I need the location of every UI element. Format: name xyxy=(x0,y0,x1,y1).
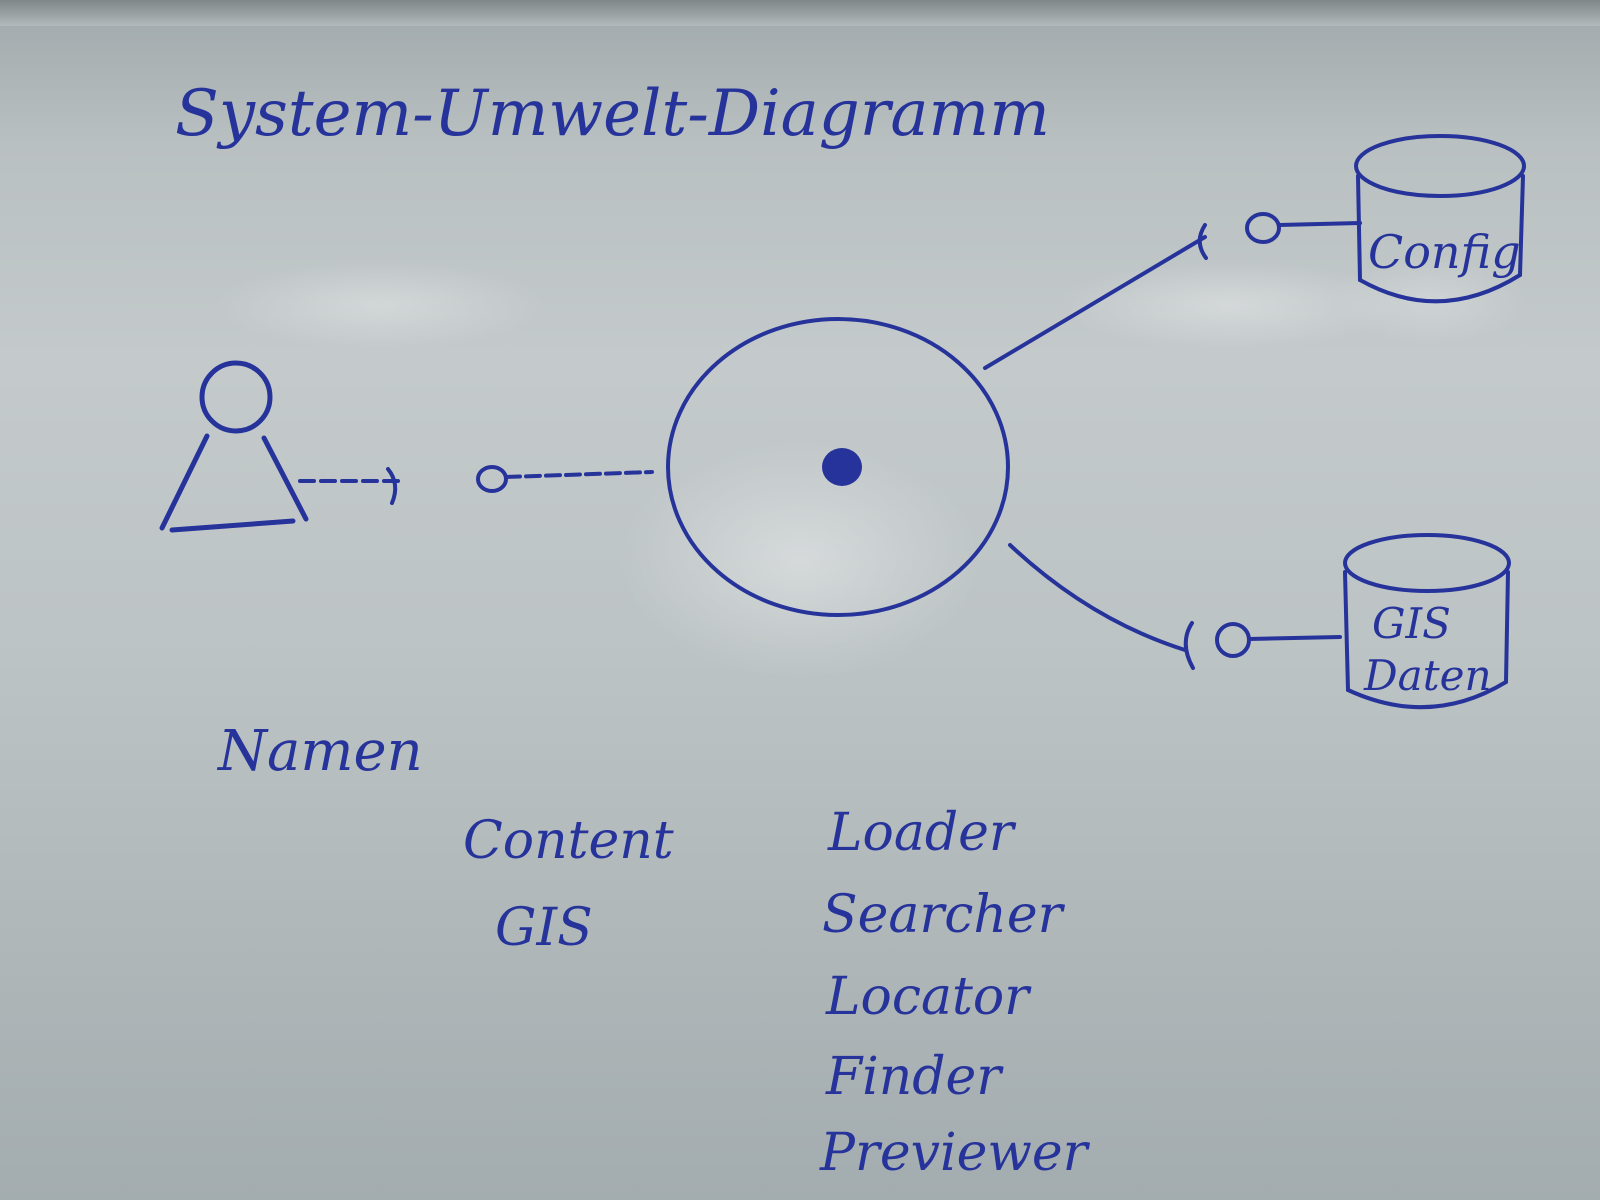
system-circle xyxy=(666,317,1010,617)
config-cylinder-top xyxy=(1354,134,1526,198)
actor-socket-icon xyxy=(386,467,398,505)
names-left-item: GIS xyxy=(495,898,593,958)
gis-label-line1: GIS xyxy=(1372,599,1451,648)
gis-connector xyxy=(1008,543,1342,670)
system-interface-connector xyxy=(476,465,654,493)
gis-datastore: GIS Daten xyxy=(1343,533,1511,710)
config-cylinder-bottom xyxy=(1358,273,1522,304)
actor-head xyxy=(199,360,273,434)
names-right-item: Locator xyxy=(825,967,1032,1027)
gis-cylinder-bottom xyxy=(1346,680,1508,710)
names-right-item: Previewer xyxy=(819,1123,1091,1183)
gis-line xyxy=(1008,543,1187,652)
names-right-item: Loader xyxy=(827,803,1017,863)
names-right-item: Searcher xyxy=(822,885,1066,945)
config-cylinder-left xyxy=(1356,174,1362,282)
actor-figure xyxy=(159,360,309,533)
config-cylinder-right xyxy=(1518,174,1525,277)
names-left-item: Content xyxy=(463,811,674,871)
system-center-dot xyxy=(822,448,862,486)
config-socket-icon xyxy=(1197,223,1208,260)
gis-lollipop-icon xyxy=(1215,622,1251,658)
config-line xyxy=(983,235,1207,370)
config-label: Config xyxy=(1368,225,1521,279)
gis-stem xyxy=(1247,635,1342,641)
names-heading: Namen xyxy=(216,719,423,784)
names-right-item: Finder xyxy=(825,1047,1004,1107)
interface-lollipop-icon xyxy=(476,465,508,493)
actor-base xyxy=(169,518,296,533)
gis-cylinder-left xyxy=(1343,570,1350,692)
gis-cylinder-right xyxy=(1504,570,1510,684)
gis-socket-icon xyxy=(1183,621,1195,670)
system-dashed-line xyxy=(504,470,654,479)
diagram-title: System-Umwelt-Diagramm xyxy=(175,77,1050,151)
system-node xyxy=(666,317,1010,617)
actor-connector xyxy=(298,467,400,505)
config-stem xyxy=(1277,221,1362,227)
gis-cylinder-top xyxy=(1343,533,1511,593)
actor-left-side xyxy=(159,433,210,531)
whiteboard-frame xyxy=(0,0,1600,26)
config-lollipop-icon xyxy=(1245,212,1281,244)
config-connector xyxy=(983,212,1362,370)
actor-right-side xyxy=(261,435,309,522)
gis-label-line2: Daten xyxy=(1363,651,1492,700)
config-datastore: Config xyxy=(1354,134,1526,304)
